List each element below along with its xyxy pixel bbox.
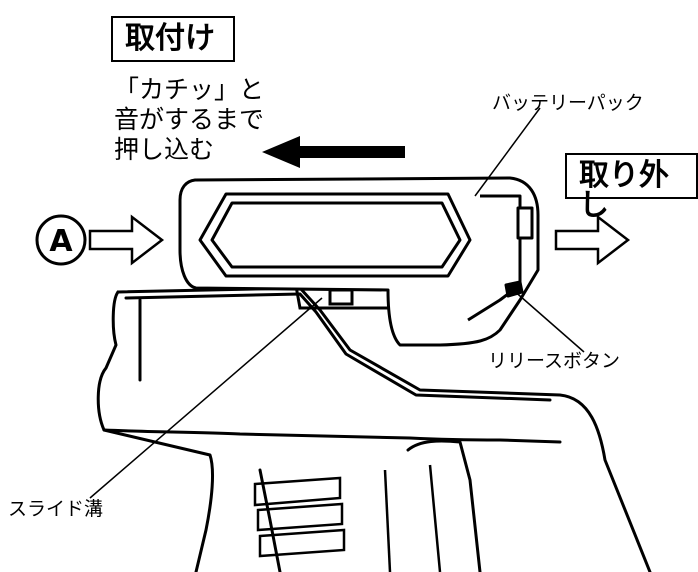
release-button-label: リリースボタン (488, 350, 621, 372)
instruction-line-3: 押し込む (114, 135, 215, 164)
tool-body (96, 286, 652, 572)
marker-a: A (35, 214, 87, 266)
battery-pack (178, 176, 540, 347)
slide-groove-label: スライド溝 (8, 498, 104, 520)
marker-a-label: A (49, 224, 73, 259)
leader-lines (89, 107, 585, 499)
attach-title: 取付け (111, 16, 235, 62)
instruction-line-1: 「カチッ」と (114, 75, 265, 104)
battery-pack-label: バッテリーパック (492, 92, 644, 114)
handle-vents (253, 464, 442, 572)
remove-arrow-icon (554, 214, 631, 266)
push-direction-arrow (262, 136, 405, 168)
remove-title: 取り外し (565, 153, 698, 221)
instruction-line-2: 音がするまで (114, 105, 265, 134)
instruction-text: 「カチッ」と 音がするまで 押し込む (114, 75, 264, 165)
insert-arrow-icon (88, 214, 165, 266)
